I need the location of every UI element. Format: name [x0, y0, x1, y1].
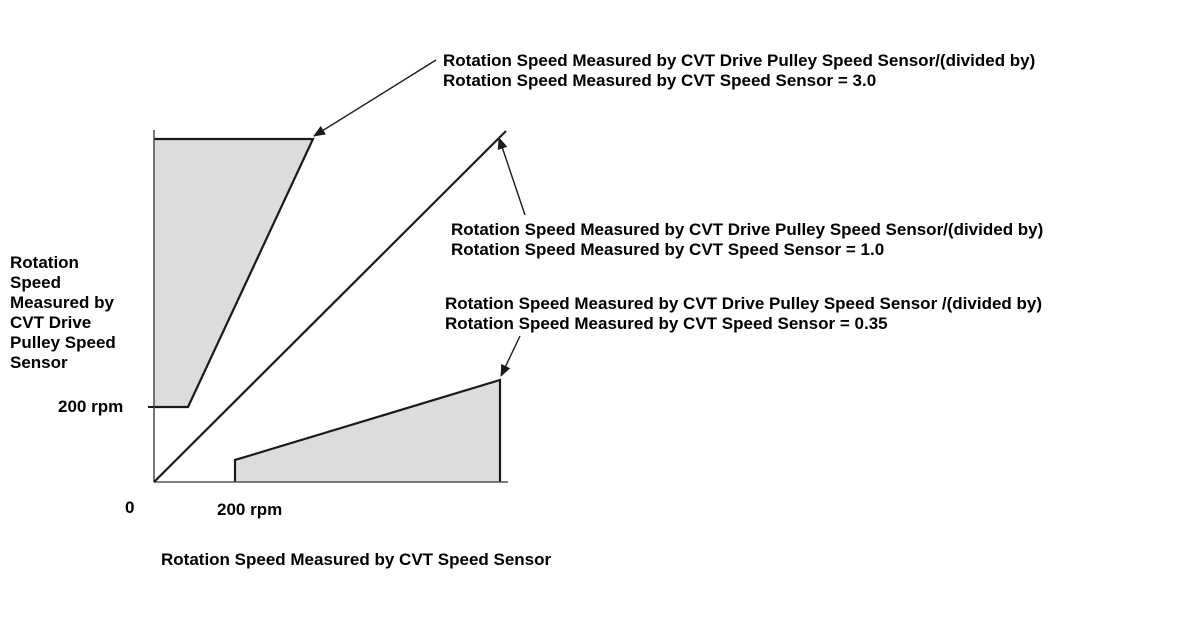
- y-axis-label-line: Measured by: [10, 293, 114, 312]
- annotation-line: Rotation Speed Measured by CVT Speed Sen…: [445, 314, 888, 333]
- y-axis-label-line: Speed: [10, 273, 62, 292]
- lower-region-boundary: [233, 378, 502, 482]
- y-axis-label: Rotation Speed Measured by CVT Drive Pul…: [10, 253, 116, 373]
- middle-annotation-arrow: [497, 137, 526, 216]
- annotation-ratio-3: Rotation Speed Measured by CVT Drive Pul…: [443, 51, 1035, 91]
- y-axis-label-line: Pulley Speed: [10, 333, 116, 352]
- y-tick-label: 200 rpm: [58, 397, 124, 416]
- y-axis-label-line: CVT Drive: [10, 313, 92, 332]
- lower-shaded-region: [235, 380, 500, 482]
- origin-label: 0: [125, 498, 135, 517]
- annotation-line: Rotation Speed Measured by CVT Speed Sen…: [443, 71, 877, 90]
- y-axis-label-line: Rotation: [10, 253, 79, 272]
- annotation-line: Rotation Speed Measured by CVT Speed Sen…: [451, 240, 885, 259]
- upper-annotation-arrow: [313, 59, 437, 137]
- x-axis-label: Rotation Speed Measured by CVT Speed Sen…: [161, 550, 552, 569]
- annotation-ratio-1: Rotation Speed Measured by CVT Drive Pul…: [451, 220, 1043, 260]
- annotation-line: Rotation Speed Measured by CVT Drive Pul…: [443, 51, 1036, 70]
- annotation-ratio-035: Rotation Speed Measured by CVT Drive Pul…: [445, 294, 1042, 334]
- annotation-line: Rotation Speed Measured by CVT Drive Pul…: [451, 220, 1044, 239]
- ratio-one-line: [153, 130, 507, 483]
- upper-shaded-region: [154, 139, 313, 407]
- upper-region-boundary: [154, 137, 315, 409]
- y-axis-label-line: Sensor: [10, 353, 68, 372]
- annotation-line: Rotation Speed Measured by CVT Drive Pul…: [445, 294, 1043, 313]
- lower-annotation-arrow: [500, 335, 521, 377]
- x-tick-label: 200 rpm: [217, 500, 283, 519]
